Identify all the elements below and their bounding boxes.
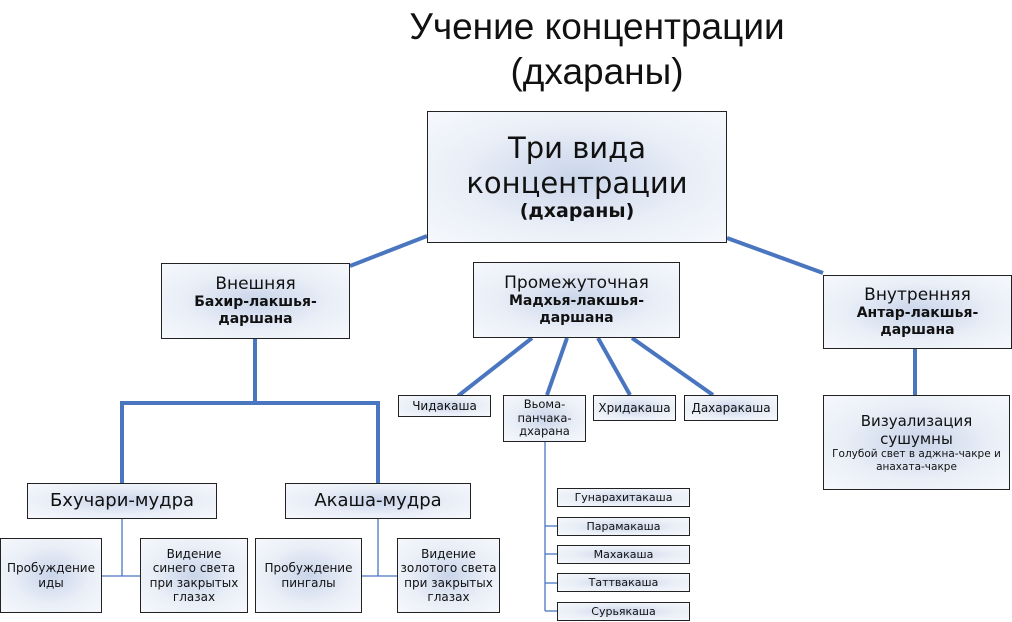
node-sub: даршана [880,322,955,339]
vyoma-item: Махакаша [557,545,690,564]
node-line: Пробуждение [6,561,95,576]
node-name: Внешняя [215,274,296,294]
node-line: панчака- [517,410,572,425]
node-sushumna: Визуализация сушумны Голубой свет в аджн… [823,395,1010,490]
node-line: при закрытых [404,575,493,590]
node-name: Внутренняя [864,285,971,305]
node-line: пингалы [281,575,336,590]
node-outer: Внешняя Бахир-лакшья- даршана [161,263,350,339]
vyoma-item: Гунарахитакаша [557,488,690,507]
node-desc: анахата-чакре [876,460,957,473]
node-golden-light: Видение золотого света при закрытых глаз… [397,538,500,613]
node-pingala: Пробуждение пингалы [255,538,362,613]
node-sub: Бахир-лакшья- [194,294,317,311]
thin-connectors [102,442,557,612]
node-hridakasha: Хридакаша [593,395,676,421]
node-line: Пробуждение [264,561,353,576]
node-desc: Голубой свет в аджна-чакре и [832,447,1001,460]
node-line: Вьома- [523,396,566,411]
node-line: сушумны [880,429,953,448]
vyoma-item: Парамакаша [557,517,690,536]
node-sub: даршана [539,310,614,327]
node-line: золотого света [400,561,497,576]
node-daharakasha: Дахаракаша [684,395,778,421]
node-inner: Внутренняя Антар-лакшья- даршана [823,275,1012,349]
node-sub: Мадхья-лакшья- [508,293,645,310]
node-line: Видение [421,546,476,561]
node-line: дхарана [519,424,570,439]
node-line: глазах [172,589,216,604]
node-ida: Пробуждение иды [0,538,102,613]
node-akasha: Акаша-мудра [285,483,471,519]
root-node: Три вида концентрации (дхараны) [427,111,727,243]
node-name: Промежуточная [504,273,649,293]
diagram-title: Учение концентрации (дхараны) [300,4,894,94]
root-line: концентрации [466,165,688,200]
node-blue-light: Видение синего света при закрытых глазах [140,538,248,613]
node-sub: даршана [218,311,293,328]
node-line: при закрытых [149,575,239,590]
vyoma-item: Таттвакаша [557,573,690,592]
root-line: Три вида [508,130,646,165]
node-line: иды [38,575,64,590]
node-sub: Антар-лакшья- [856,305,979,322]
vyoma-item: Сурьякаша [557,602,690,621]
root-line: (дхараны) [519,200,635,223]
title-line: (дхараны) [510,51,684,93]
node-line: синего света [152,561,236,576]
node-bhuchari: Бхучари-мудра [27,483,217,519]
thick-connectors [120,234,917,483]
node-middle: Промежуточная Мадхья-лакшья- даршана [473,262,680,338]
node-chidakasha: Чидакаша [398,395,491,417]
node-line: Визуализация [860,411,973,430]
node-line: глазах [427,589,470,604]
node-vyoma: Вьома- панчака- дхарана [503,395,586,442]
title-line: Учение концентрации [409,6,785,47]
node-line: Видение [166,546,222,561]
